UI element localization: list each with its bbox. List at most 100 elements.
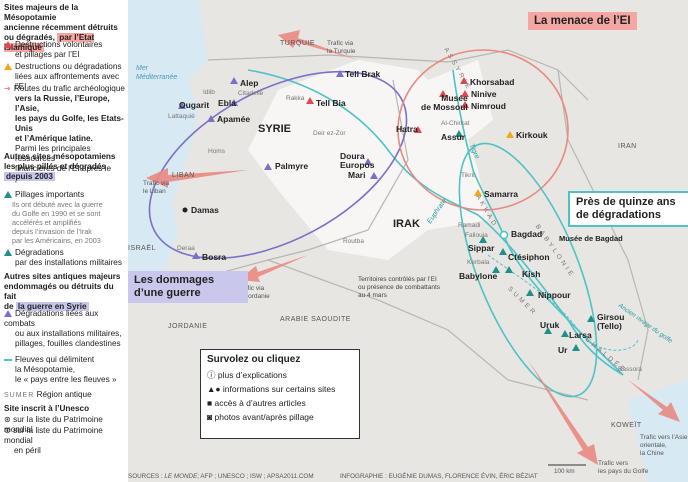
- survol-title: Survolez ou cliquez: [207, 354, 301, 365]
- site-tellbia[interactable]: Tell Bia: [316, 98, 346, 108]
- legend: Sites majeurs de la Mésopotamie ancienne…: [0, 0, 128, 482]
- label-koweit: KOWEÏT: [611, 422, 642, 429]
- marker-palmyre[interactable]: [264, 163, 272, 170]
- site-babylone[interactable]: Babylone: [459, 271, 498, 281]
- legend-sec2: Autres sites mésopotamiens les plus pill…: [4, 152, 116, 181]
- site-samarra[interactable]: Samarra: [484, 189, 519, 199]
- label-iran: IRAN: [618, 143, 637, 150]
- arrow-turquie: [278, 30, 358, 60]
- info-icon: ⓘ: [207, 370, 216, 380]
- scale-label: 100 km: [554, 468, 575, 475]
- site-ur[interactable]: Ur: [558, 345, 568, 355]
- site-bagdad[interactable]: Bagdad: [511, 229, 543, 239]
- town-fallouja: Fallouja: [465, 232, 488, 239]
- gulf: [628, 380, 688, 482]
- site-palmyre[interactable]: Palmyre: [275, 161, 309, 171]
- dot-bagdad: [499, 230, 509, 240]
- site-ebla[interactable]: Ebla: [218, 98, 236, 108]
- site-ctesiphon[interactable]: Ctésiphon: [508, 252, 550, 262]
- marker-tellbia[interactable]: [306, 97, 314, 104]
- marker-uruk[interactable]: [544, 327, 552, 334]
- site-assur[interactable]: Assur: [441, 132, 466, 142]
- marker-ebla[interactable]: [230, 99, 238, 106]
- town-tikrit: Tikrit: [461, 172, 475, 179]
- legend-title: Sites majeurs de la Mésopotamie ancienne…: [4, 3, 118, 52]
- legend-item-region: SUMER Région antique: [4, 390, 92, 399]
- arrow-asie: [628, 380, 680, 422]
- site-citadelle: Citadelle: [238, 90, 264, 97]
- infographie: INFOGRAPHIE : EUGÉNIE DUMAS, FLORENCE ÉV…: [340, 473, 538, 480]
- marker-girsou[interactable]: [587, 315, 595, 322]
- town-rakka: Rakka: [286, 95, 305, 102]
- marker-ur[interactable]: [572, 344, 580, 351]
- map-area: TURQUIE SYRIE IRAK IRAN LIBAN ISRAËL JOR…: [128, 0, 688, 482]
- marker-kish[interactable]: [505, 266, 513, 273]
- legend-item-combats: Dégradations liées aux combats ou aux in…: [4, 309, 122, 348]
- border-turkey: [207, 49, 589, 101]
- marker-sippar[interactable]: [479, 236, 487, 243]
- site-nimroud[interactable]: Nimroud: [471, 101, 506, 111]
- town-idlib: Idlib: [203, 89, 215, 96]
- marker-alep[interactable]: [230, 77, 238, 84]
- site-hatra[interactable]: Hatra: [396, 124, 418, 134]
- marker-hatra[interactable]: [414, 126, 422, 133]
- label-syrie: SYRIE: [258, 123, 292, 135]
- traffic-arrows: [146, 30, 680, 465]
- site-alep[interactable]: Alep: [240, 78, 259, 88]
- marker-assur[interactable]: [455, 130, 463, 137]
- marker-doura[interactable]: [364, 158, 372, 165]
- marker-tellbrak[interactable]: [336, 70, 344, 77]
- marker-kirkouk[interactable]: [506, 131, 514, 138]
- site-apamee[interactable]: Apamée: [217, 114, 251, 124]
- site-girsou[interactable]: Girsou(Tello): [597, 312, 625, 331]
- site-kish[interactable]: Kish: [522, 269, 541, 279]
- site-ninive[interactable]: Ninive: [471, 89, 497, 99]
- site-uruk[interactable]: Uruk: [540, 320, 560, 330]
- arrow-jordanie: [238, 255, 308, 282]
- marker-ctesiphon[interactable]: [499, 248, 507, 255]
- site-sippar[interactable]: Sippar: [468, 243, 495, 253]
- site-nippour[interactable]: Nippour: [538, 290, 571, 300]
- site-kirkouk[interactable]: Kirkouk: [516, 130, 548, 140]
- tigre-river: [452, 69, 624, 376]
- marker-nimroud[interactable]: [461, 101, 469, 108]
- legend-item-affrontements: Destructions ou dégradations liées aux a…: [4, 62, 128, 92]
- legend-item-pillages: Pillages importants Ils ont débuté avec …: [4, 190, 103, 245]
- site-musee-bagdad[interactable]: Musée de Bagdad: [559, 234, 623, 243]
- border-syria-iraq: [267, 79, 409, 261]
- teal-triangle-icon: [4, 249, 12, 257]
- marker-nippour[interactable]: [526, 289, 534, 296]
- town-routba: Routba: [343, 238, 364, 245]
- site-tellbrak[interactable]: Tell Brak: [345, 69, 381, 79]
- site-larsa[interactable]: Larsa: [569, 330, 592, 340]
- box-ei[interactable]: La menace de l’EI: [528, 12, 637, 30]
- marker-mari[interactable]: [370, 172, 378, 179]
- survol-row-sites: ▲● informations sur certains sites: [207, 384, 336, 394]
- marker-larsa[interactable]: [561, 330, 569, 337]
- square-icon: ■: [207, 398, 213, 408]
- site-mari[interactable]: Mari: [348, 170, 366, 180]
- marker-apamee[interactable]: [207, 115, 215, 122]
- site-khorsabad[interactable]: Khorsabad: [470, 77, 515, 87]
- site-bosra[interactable]: Bosra: [202, 252, 227, 262]
- marker-bosra[interactable]: [192, 252, 200, 259]
- marker-babylone[interactable]: [492, 266, 500, 273]
- marker-ninive[interactable]: [461, 90, 469, 97]
- marker-musee-mossoul[interactable]: [439, 90, 447, 97]
- marker-samarra[interactable]: [474, 189, 482, 196]
- site-damas[interactable]: Damas: [191, 205, 219, 215]
- site-ougarit[interactable]: Ougarit: [179, 100, 210, 110]
- label-israel: ISRAËL: [128, 245, 156, 252]
- town-homs: Homs: [208, 148, 225, 155]
- marker-ougarit[interactable]: [178, 102, 186, 109]
- marker-khorsabad[interactable]: [460, 77, 468, 84]
- camera-icon: ◙: [207, 412, 213, 422]
